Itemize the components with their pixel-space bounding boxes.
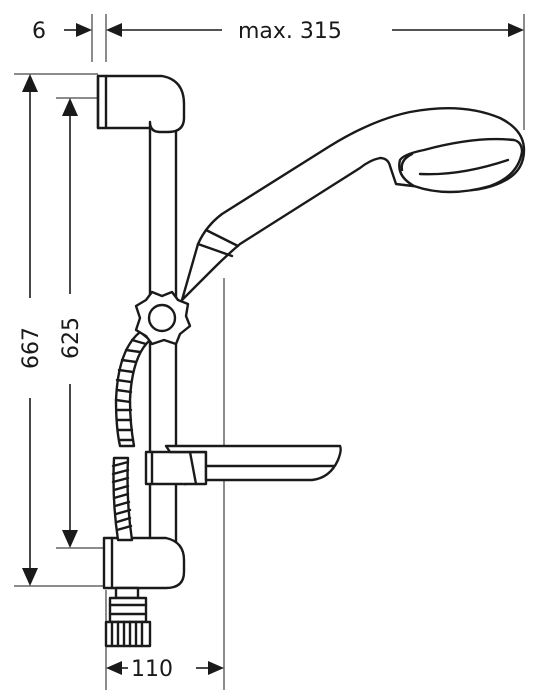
rail-height-arrow-top bbox=[62, 98, 78, 116]
hand-shower-handle-joint bbox=[196, 242, 234, 258]
soap-dish bbox=[144, 444, 342, 486]
slider-knob-center bbox=[147, 303, 177, 333]
hose-lower-ribs bbox=[111, 460, 133, 532]
rail-height-dimension: 625 bbox=[56, 97, 104, 549]
hose-upper-ribs bbox=[114, 338, 148, 442]
top-wall-bracket bbox=[96, 74, 186, 134]
hand-shower-handle-joint-2 bbox=[204, 228, 240, 248]
wall-distance-arrow-left bbox=[106, 661, 122, 675]
shower-rail-set bbox=[96, 74, 526, 648]
soap-dish-arm-detail bbox=[188, 450, 198, 486]
offset-arrowhead bbox=[76, 23, 92, 37]
hand-shower bbox=[180, 106, 526, 302]
shower-head-face bbox=[398, 137, 524, 194]
hose-connector-nut bbox=[104, 586, 152, 648]
bottom-wall-bracket bbox=[102, 536, 186, 590]
connector-knurl bbox=[110, 620, 144, 648]
total-height-arrow-bottom bbox=[22, 568, 38, 586]
total-height-arrow-top bbox=[22, 74, 38, 92]
wall-distance-label: 110 bbox=[131, 657, 173, 682]
reach-arrowhead-left bbox=[106, 23, 122, 37]
wall-distance-dimension: 110 bbox=[105, 278, 225, 690]
rail-height-arrow-bottom bbox=[62, 530, 78, 548]
connector-hex bbox=[108, 596, 148, 624]
reach-arrowhead-right bbox=[508, 23, 524, 37]
shower-head-rim bbox=[400, 152, 414, 172]
reach-label: max. 315 bbox=[238, 19, 342, 44]
wall-distance-arrow-right bbox=[208, 661, 224, 675]
handshower-slider bbox=[134, 290, 192, 346]
shower-hose-upper bbox=[114, 330, 152, 448]
total-height-label: 667 bbox=[19, 327, 44, 369]
hand-shower-body bbox=[180, 106, 526, 302]
shower-head-spray-line bbox=[418, 158, 510, 176]
total-height-dimension: 667 bbox=[14, 73, 104, 587]
shower-hose-lower bbox=[111, 456, 134, 542]
offset-label: 6 bbox=[32, 19, 46, 44]
connector-neck bbox=[114, 586, 140, 600]
rail-height-label: 625 bbox=[59, 317, 84, 359]
top-dimension: 6 max. 315 bbox=[32, 14, 525, 130]
soap-dish-tray bbox=[164, 444, 342, 482]
